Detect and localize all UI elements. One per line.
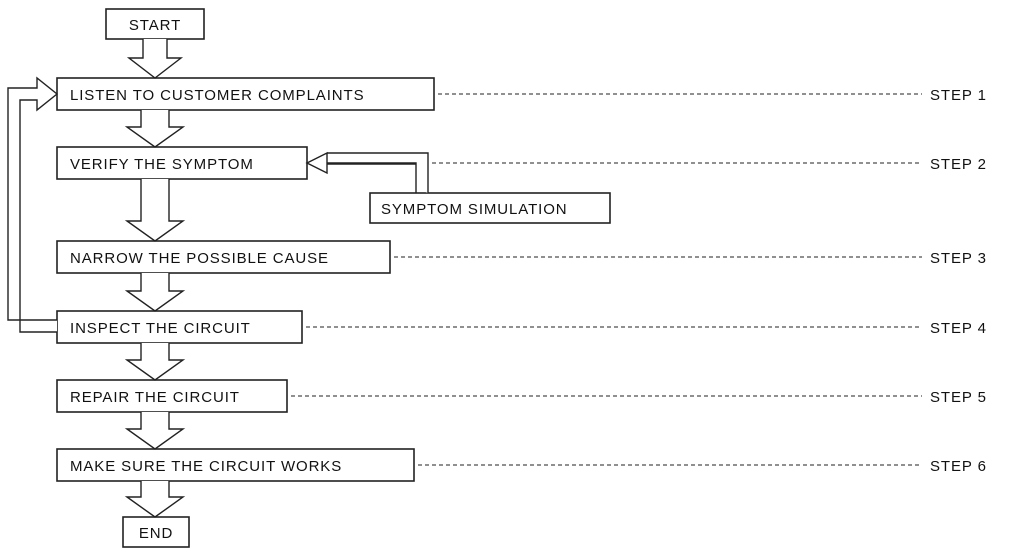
step-1-node: LISTEN TO CUSTOMER COMPLAINTS	[56, 77, 435, 111]
step-2-label: VERIFY THE SYMPTOM	[70, 156, 254, 173]
symptom-simulation-arrow	[305, 151, 429, 193]
step-1-box	[56, 77, 435, 111]
step-1-label: LISTEN TO CUSTOMER COMPLAINTS	[70, 87, 364, 104]
step-1-tag: STEP 1	[930, 87, 987, 104]
start-label: START	[129, 17, 181, 34]
start-node: START	[105, 8, 205, 40]
step-6-label: MAKE SURE THE CIRCUIT WORKS	[70, 458, 342, 475]
feedback-arrow-step-4-to-step-1	[7, 76, 59, 333]
down-arrow-step-2-to-step-3	[124, 179, 186, 242]
step-5-label: REPAIR THE CIRCUIT	[70, 389, 240, 406]
down-arrow-step-6-to-end	[124, 481, 186, 518]
down-arrow-step-3-to-step-4	[124, 273, 186, 312]
step-3-tag: STEP 3	[930, 250, 987, 267]
step-6-tag: STEP 6	[930, 458, 987, 475]
down-arrow-start-to-step-1	[126, 39, 184, 79]
symptom-simulation-label: SYMPTOM SIMULATION	[381, 201, 568, 218]
step-2-node: VERIFY THE SYMPTOM	[56, 146, 308, 180]
down-arrow-step-1-to-step-2	[124, 110, 186, 148]
down-arrow-step-5-to-step-6	[124, 412, 186, 450]
step-4-tag: STEP 4	[930, 320, 987, 337]
step-2-box	[56, 146, 308, 180]
end-label: END	[139, 525, 173, 542]
step-2-tag: STEP 2	[930, 156, 987, 173]
symptom-simulation-node: SYMPTOM SIMULATION	[369, 192, 611, 224]
step-4-node: INSPECT THE CIRCUIT	[56, 310, 303, 344]
step-6-node: MAKE SURE THE CIRCUIT WORKS	[56, 448, 415, 482]
step-3-box	[56, 240, 391, 274]
end-node: END	[122, 516, 190, 548]
step-3-label: NARROW THE POSSIBLE CAUSE	[70, 250, 329, 267]
step-6-box	[56, 448, 415, 482]
end-box	[122, 516, 190, 548]
symptom-simulation-box	[369, 192, 611, 224]
down-arrow-step-4-to-step-5	[124, 343, 186, 381]
step-5-box	[56, 379, 288, 413]
step-4-label: INSPECT THE CIRCUIT	[70, 320, 251, 337]
step-5-tag: STEP 5	[930, 389, 987, 406]
start-box	[105, 8, 205, 40]
step-3-node: NARROW THE POSSIBLE CAUSE	[56, 240, 391, 274]
step-5-node: REPAIR THE CIRCUIT	[56, 379, 288, 413]
